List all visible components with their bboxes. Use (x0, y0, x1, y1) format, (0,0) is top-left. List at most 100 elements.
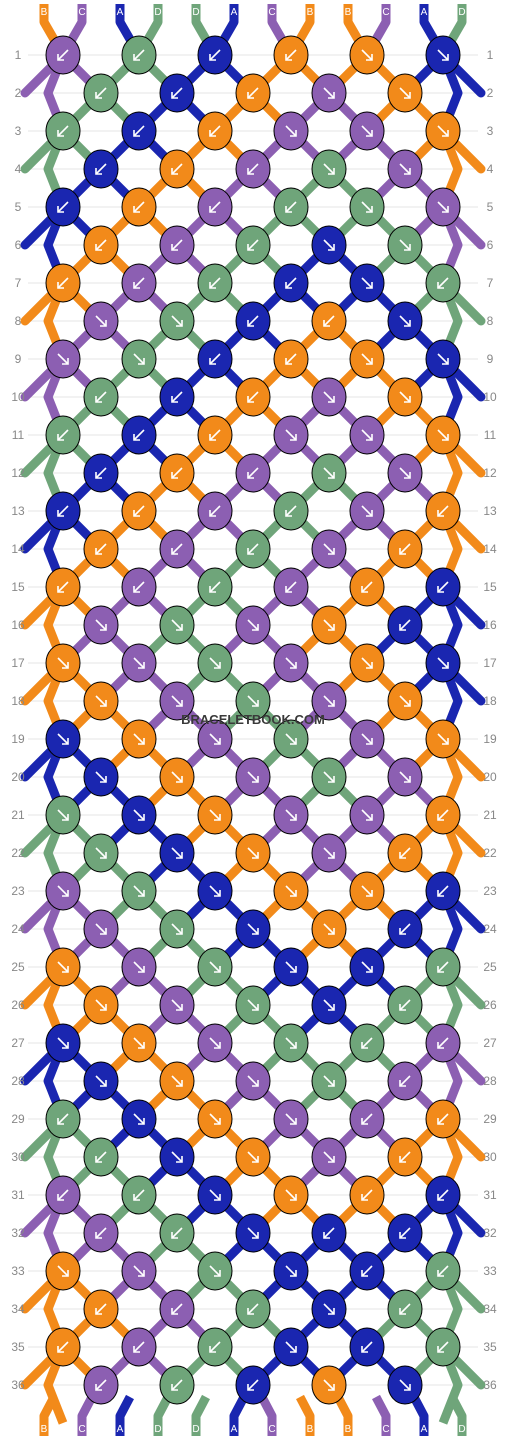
knot (425, 187, 461, 227)
row-number-right: 27 (483, 1036, 497, 1050)
knot (121, 35, 157, 75)
arrow-down-left-icon (133, 1341, 145, 1353)
strand-letter-bottom: B (345, 1424, 352, 1435)
knot (83, 301, 119, 341)
arrow-down-left-icon (209, 429, 221, 441)
arrow-down-right-icon (361, 277, 373, 289)
knot (387, 73, 423, 113)
row-number-left: 13 (11, 504, 25, 518)
row-number-right: 9 (487, 352, 494, 366)
strand-letter-bottom: A (117, 1424, 124, 1435)
knot (121, 187, 157, 227)
arrow-down-left-icon (57, 1113, 69, 1125)
knot (121, 415, 157, 455)
arrow-down-left-icon (399, 847, 411, 859)
knot (349, 491, 385, 531)
arrow-down-right-icon (95, 1075, 107, 1087)
arrow-down-right-icon (133, 1037, 145, 1049)
arrow-down-right-icon (171, 315, 183, 327)
knot (235, 73, 271, 113)
arrow-down-right-icon (399, 315, 411, 327)
knot (387, 529, 423, 569)
strand-letter-bottom: D (192, 1424, 199, 1435)
arrow-down-left-icon (133, 49, 145, 61)
strand-letter-bottom: A (231, 1424, 238, 1435)
strand-bottom (296, 1394, 315, 1436)
knot (425, 1099, 461, 1139)
arrow-down-right-icon (133, 961, 145, 973)
knot (235, 757, 271, 797)
strand-letter-top: B (307, 7, 314, 18)
arrow-down-left-icon (95, 163, 107, 175)
arrow-down-right-icon (247, 1151, 259, 1163)
knot (45, 1175, 81, 1215)
knot (273, 1175, 309, 1215)
arrow-down-right-icon (171, 1075, 183, 1087)
arrow-down-right-icon (247, 619, 259, 631)
arrow-down-left-icon (133, 429, 145, 441)
arrow-down-right-icon (133, 809, 145, 821)
knot (121, 795, 157, 835)
knot (349, 1099, 385, 1139)
arrow-down-right-icon (437, 733, 449, 745)
knot (349, 947, 385, 987)
arrow-down-right-icon (323, 467, 335, 479)
arrow-down-left-icon (437, 581, 449, 593)
arrow-down-left-icon (95, 467, 107, 479)
knot (197, 1251, 233, 1291)
row-number-left: 20 (11, 770, 25, 784)
knot (349, 567, 385, 607)
arrow-down-right-icon (95, 315, 107, 327)
knot (387, 1061, 423, 1101)
knot (311, 1213, 347, 1253)
strand-letter-top: D (458, 7, 465, 18)
knot (425, 1175, 461, 1215)
knot (387, 833, 423, 873)
knot (197, 187, 233, 227)
knot (235, 1365, 271, 1405)
row-number-right: 30 (483, 1150, 497, 1164)
knot (273, 1099, 309, 1139)
knot (159, 757, 195, 797)
arrow-down-right-icon (437, 125, 449, 137)
knot (349, 795, 385, 835)
row-number-left: 25 (11, 960, 25, 974)
arrow-down-left-icon (361, 1341, 373, 1353)
arrow-down-left-icon (95, 1227, 107, 1239)
row-number-left: 31 (11, 1188, 25, 1202)
knot (159, 377, 195, 417)
row-number-right: 33 (483, 1264, 497, 1278)
arrow-down-right-icon (247, 1227, 259, 1239)
row-number-left: 15 (11, 580, 25, 594)
arrow-down-right-icon (361, 505, 373, 517)
knot (159, 1137, 195, 1177)
knot (159, 149, 195, 189)
arrow-down-left-icon (95, 1151, 107, 1163)
knot (349, 719, 385, 759)
knot (349, 1327, 385, 1367)
arrow-down-right-icon (437, 49, 449, 61)
knot (387, 1365, 423, 1405)
arrow-down-left-icon (133, 125, 145, 137)
knot (83, 1061, 119, 1101)
arrow-down-right-icon (133, 885, 145, 897)
row-number-right: 3 (487, 124, 494, 138)
arrow-down-left-icon (209, 353, 221, 365)
arrow-down-right-icon (285, 1113, 297, 1125)
arrow-down-left-icon (133, 581, 145, 593)
row-number-left: 23 (11, 884, 25, 898)
strand-letter-bottom: D (458, 1424, 465, 1435)
arrow-down-left-icon (285, 505, 297, 517)
knot (159, 681, 195, 721)
arrow-down-right-icon (209, 1189, 221, 1201)
knot (387, 1289, 423, 1329)
knot (83, 833, 119, 873)
arrow-down-left-icon (361, 581, 373, 593)
knot (311, 1061, 347, 1101)
knot (349, 415, 385, 455)
knot (45, 719, 81, 759)
arrow-down-left-icon (361, 1037, 373, 1049)
knot (311, 1365, 347, 1405)
arrow-down-left-icon (57, 277, 69, 289)
